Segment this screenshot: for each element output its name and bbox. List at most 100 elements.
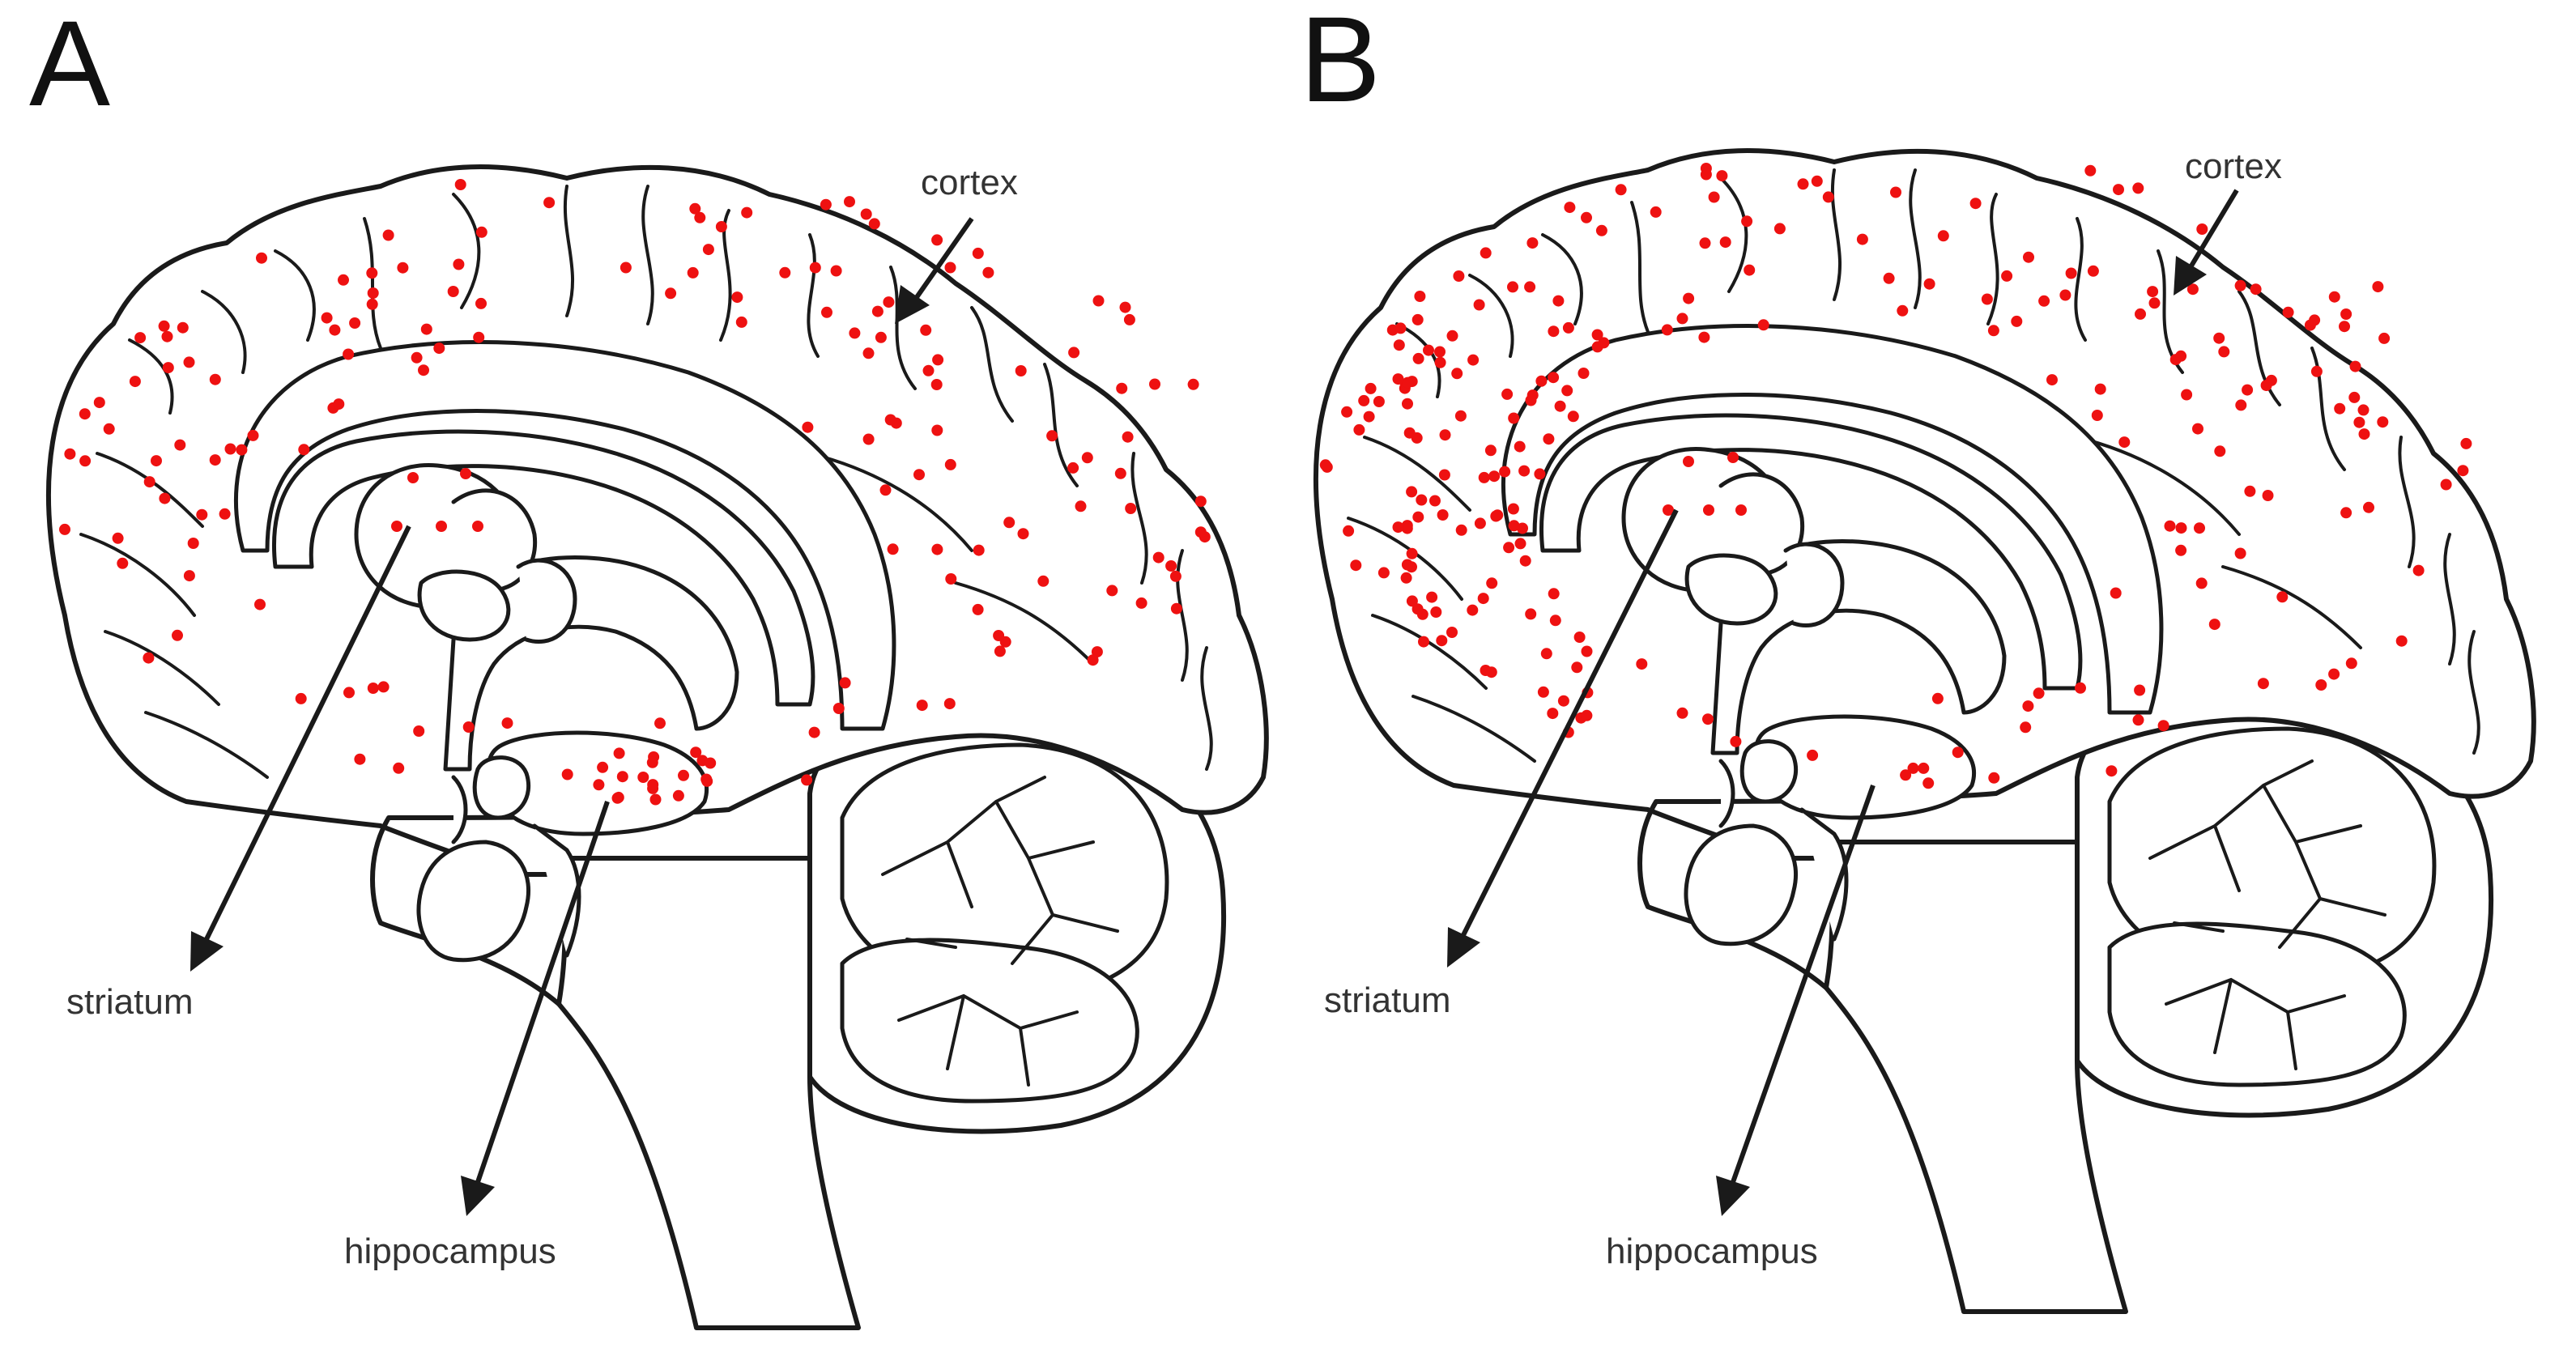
expression-dot xyxy=(1581,211,1592,223)
expression-dot xyxy=(79,455,92,467)
expression-dot xyxy=(143,652,155,664)
expression-dot xyxy=(1490,510,1502,522)
expression-dot xyxy=(1067,461,1079,474)
expression-dot xyxy=(1683,292,1695,304)
expression-dot xyxy=(993,630,1005,641)
expression-dot xyxy=(2094,383,2106,395)
expression-dot xyxy=(1106,585,1118,597)
expression-dot xyxy=(887,543,899,555)
expression-dot xyxy=(2011,315,2023,327)
expression-dot xyxy=(932,354,944,366)
expression-dot xyxy=(849,327,861,339)
expression-dot xyxy=(1897,304,1909,317)
expression-dot xyxy=(1937,230,1949,242)
expression-dot xyxy=(945,573,957,585)
expression-dot xyxy=(1373,396,1385,407)
expression-dot xyxy=(1412,352,1424,364)
expression-dot xyxy=(129,376,141,388)
expression-dot xyxy=(779,266,791,279)
expression-dot xyxy=(2457,465,2469,477)
panel-b-brain-illustration xyxy=(1316,151,2534,1312)
expression-dot xyxy=(1548,588,1560,600)
expression-dot xyxy=(1548,372,1560,384)
expression-dot xyxy=(2372,281,2384,293)
expression-dot xyxy=(460,468,471,479)
expression-dot xyxy=(1467,354,1480,366)
expression-dot xyxy=(844,196,855,208)
expression-dot xyxy=(1741,215,1753,228)
expression-dot xyxy=(1446,330,1458,342)
expression-dot xyxy=(1068,347,1080,359)
expression-dot xyxy=(321,312,333,324)
expression-dot xyxy=(1581,709,1593,721)
expression-dot xyxy=(2378,332,2391,344)
panel-a-letter: A xyxy=(29,0,110,131)
expression-dot xyxy=(689,202,701,215)
expression-dot xyxy=(1478,471,1490,483)
expression-dot xyxy=(1149,378,1160,390)
expression-dot xyxy=(593,779,605,791)
expression-dot xyxy=(1900,769,1912,781)
expression-dot xyxy=(2377,416,2389,428)
expression-dot xyxy=(2340,507,2352,519)
expression-dot xyxy=(134,332,147,344)
expression-dot xyxy=(1543,433,1555,445)
expression-dot xyxy=(1480,247,1492,259)
expression-dot xyxy=(382,229,394,241)
expression-dot xyxy=(1401,559,1413,571)
expression-dot xyxy=(93,397,105,409)
expression-dot xyxy=(2196,223,2208,235)
expression-dot xyxy=(930,379,943,390)
expression-dot xyxy=(1454,410,1467,422)
expression-dot xyxy=(2134,684,2146,696)
expression-dot xyxy=(79,408,91,420)
expression-dot xyxy=(944,458,956,470)
expression-dot xyxy=(2157,720,2169,732)
expression-dot xyxy=(2022,700,2034,712)
expression-dot xyxy=(1661,324,1673,336)
expression-dot xyxy=(1365,382,1377,394)
expression-dot xyxy=(1484,444,1497,457)
expression-dot xyxy=(801,774,813,786)
expression-dot xyxy=(862,347,875,359)
panel-b-cortex-label: cortex xyxy=(2185,147,2282,186)
expression-dot xyxy=(413,725,425,737)
expression-dot xyxy=(367,287,379,299)
expression-dot xyxy=(1524,281,1536,293)
expression-dot xyxy=(1571,661,1583,674)
expression-dot xyxy=(1534,468,1546,480)
expression-dot xyxy=(1437,509,1449,521)
expression-dot xyxy=(1508,520,1520,532)
expression-dot xyxy=(916,700,928,712)
expression-dot xyxy=(982,266,994,279)
expression-dot xyxy=(943,698,956,710)
expression-dot xyxy=(705,757,717,769)
expression-dot xyxy=(1423,344,1434,356)
expression-dot xyxy=(1907,762,1919,774)
expression-dot xyxy=(1406,595,1418,607)
expression-dot xyxy=(2148,297,2161,309)
expression-dot xyxy=(1797,178,1809,190)
panel-b-striatum-label: striatum xyxy=(1324,980,1450,1020)
expression-dot xyxy=(1430,606,1442,618)
expression-dot xyxy=(1952,746,1964,759)
expression-dot xyxy=(620,262,632,274)
expression-dot xyxy=(161,330,173,342)
expression-dot xyxy=(2186,283,2199,296)
expression-dot xyxy=(1474,517,1486,530)
expression-dot xyxy=(1547,708,1559,720)
expression-dot xyxy=(1434,356,1446,368)
expression-dot xyxy=(1699,237,1711,249)
expression-dot xyxy=(329,324,341,336)
expression-dot xyxy=(2363,501,2374,513)
panel-a-dots xyxy=(59,179,1211,806)
expression-dot xyxy=(2358,428,2370,440)
expression-dot xyxy=(2087,265,2099,277)
expression-dot xyxy=(454,179,466,190)
expression-dot xyxy=(447,286,459,297)
expression-dot xyxy=(436,521,447,532)
expression-dot xyxy=(377,681,390,693)
expression-dot xyxy=(343,687,355,699)
panel-a-striatum-label: striatum xyxy=(66,982,193,1022)
expression-dot xyxy=(2310,365,2323,377)
